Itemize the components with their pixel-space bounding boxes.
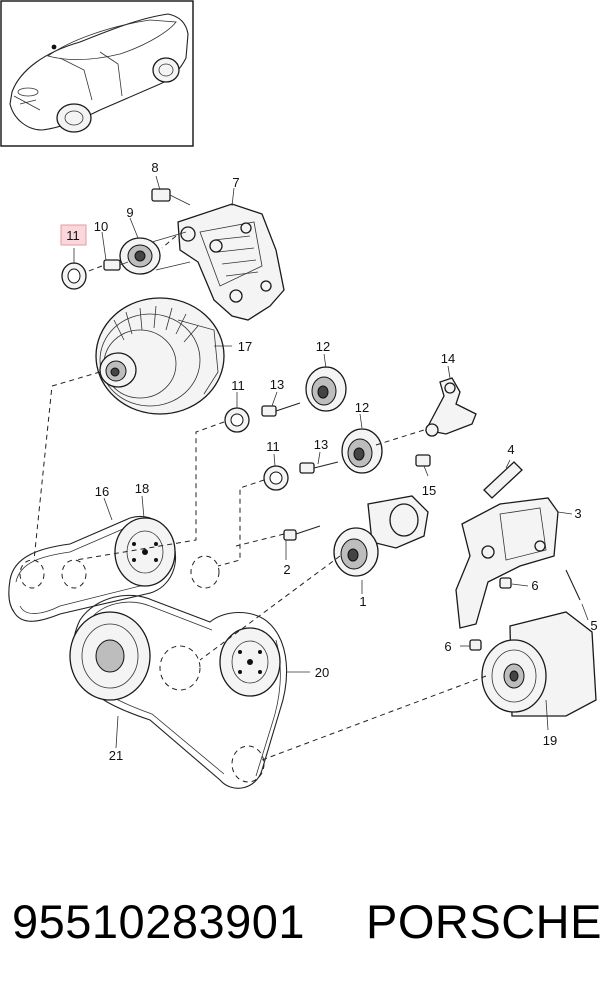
callout-6b: 6 (444, 639, 451, 654)
compressor-bracket (455, 497, 581, 651)
callout-17: 17 (238, 339, 252, 354)
callout-12: 12 (316, 339, 330, 354)
idler-assembly-upper (224, 366, 347, 433)
brand-name: PORSCHE (366, 895, 600, 948)
car-thumbnail (0, 0, 194, 147)
callout-19: 19 (543, 733, 557, 748)
leader-lines (33, 235, 487, 761)
part-number: 95510283901 (12, 895, 306, 948)
callout-9: 9 (126, 205, 133, 220)
footer: 95510283901 PORSCHE (0, 880, 600, 980)
callout-12: 12 (355, 400, 369, 415)
callout-11-highlighted: 11 (66, 228, 80, 243)
callout-18: 18 (135, 481, 149, 496)
callout-labels: 1 2 3 4 5 6 6 7 8 9 10 11 11 11 12 12 13… (66, 160, 597, 763)
callout-10: 10 (94, 219, 108, 234)
callout-21: 21 (109, 748, 123, 763)
highlight-box (60, 224, 87, 246)
callout-2: 2 (283, 562, 290, 577)
callout-4: 4 (507, 442, 514, 457)
callout-11: 11 (231, 378, 245, 393)
callout-15: 15 (422, 483, 436, 498)
bracket-group (61, 188, 285, 321)
callout-7: 7 (232, 175, 239, 190)
callout-leaders (73, 175, 589, 749)
belt-system (8, 516, 288, 789)
tensioner-arm (375, 377, 477, 467)
callout-1: 1 (359, 594, 366, 609)
idler-assembly-lower (263, 428, 383, 491)
gasket (483, 461, 523, 499)
callout-11: 11 (266, 439, 280, 454)
callout-20: 20 (315, 665, 329, 680)
ac-compressor (481, 611, 597, 717)
callout-14: 14 (441, 351, 455, 366)
callout-13: 13 (270, 377, 284, 392)
callout-16: 16 (95, 484, 109, 499)
belt-tensioner (283, 495, 429, 577)
callout-3: 3 (574, 506, 581, 521)
callout-8: 8 (151, 160, 158, 175)
callout-6a: 6 (531, 578, 538, 593)
parts-diagram: 1 2 3 4 5 6 6 7 8 9 10 11 11 11 12 12 13… (0, 0, 598, 789)
callout-13: 13 (314, 437, 328, 452)
callout-5: 5 (590, 618, 597, 633)
alternator (95, 297, 225, 415)
